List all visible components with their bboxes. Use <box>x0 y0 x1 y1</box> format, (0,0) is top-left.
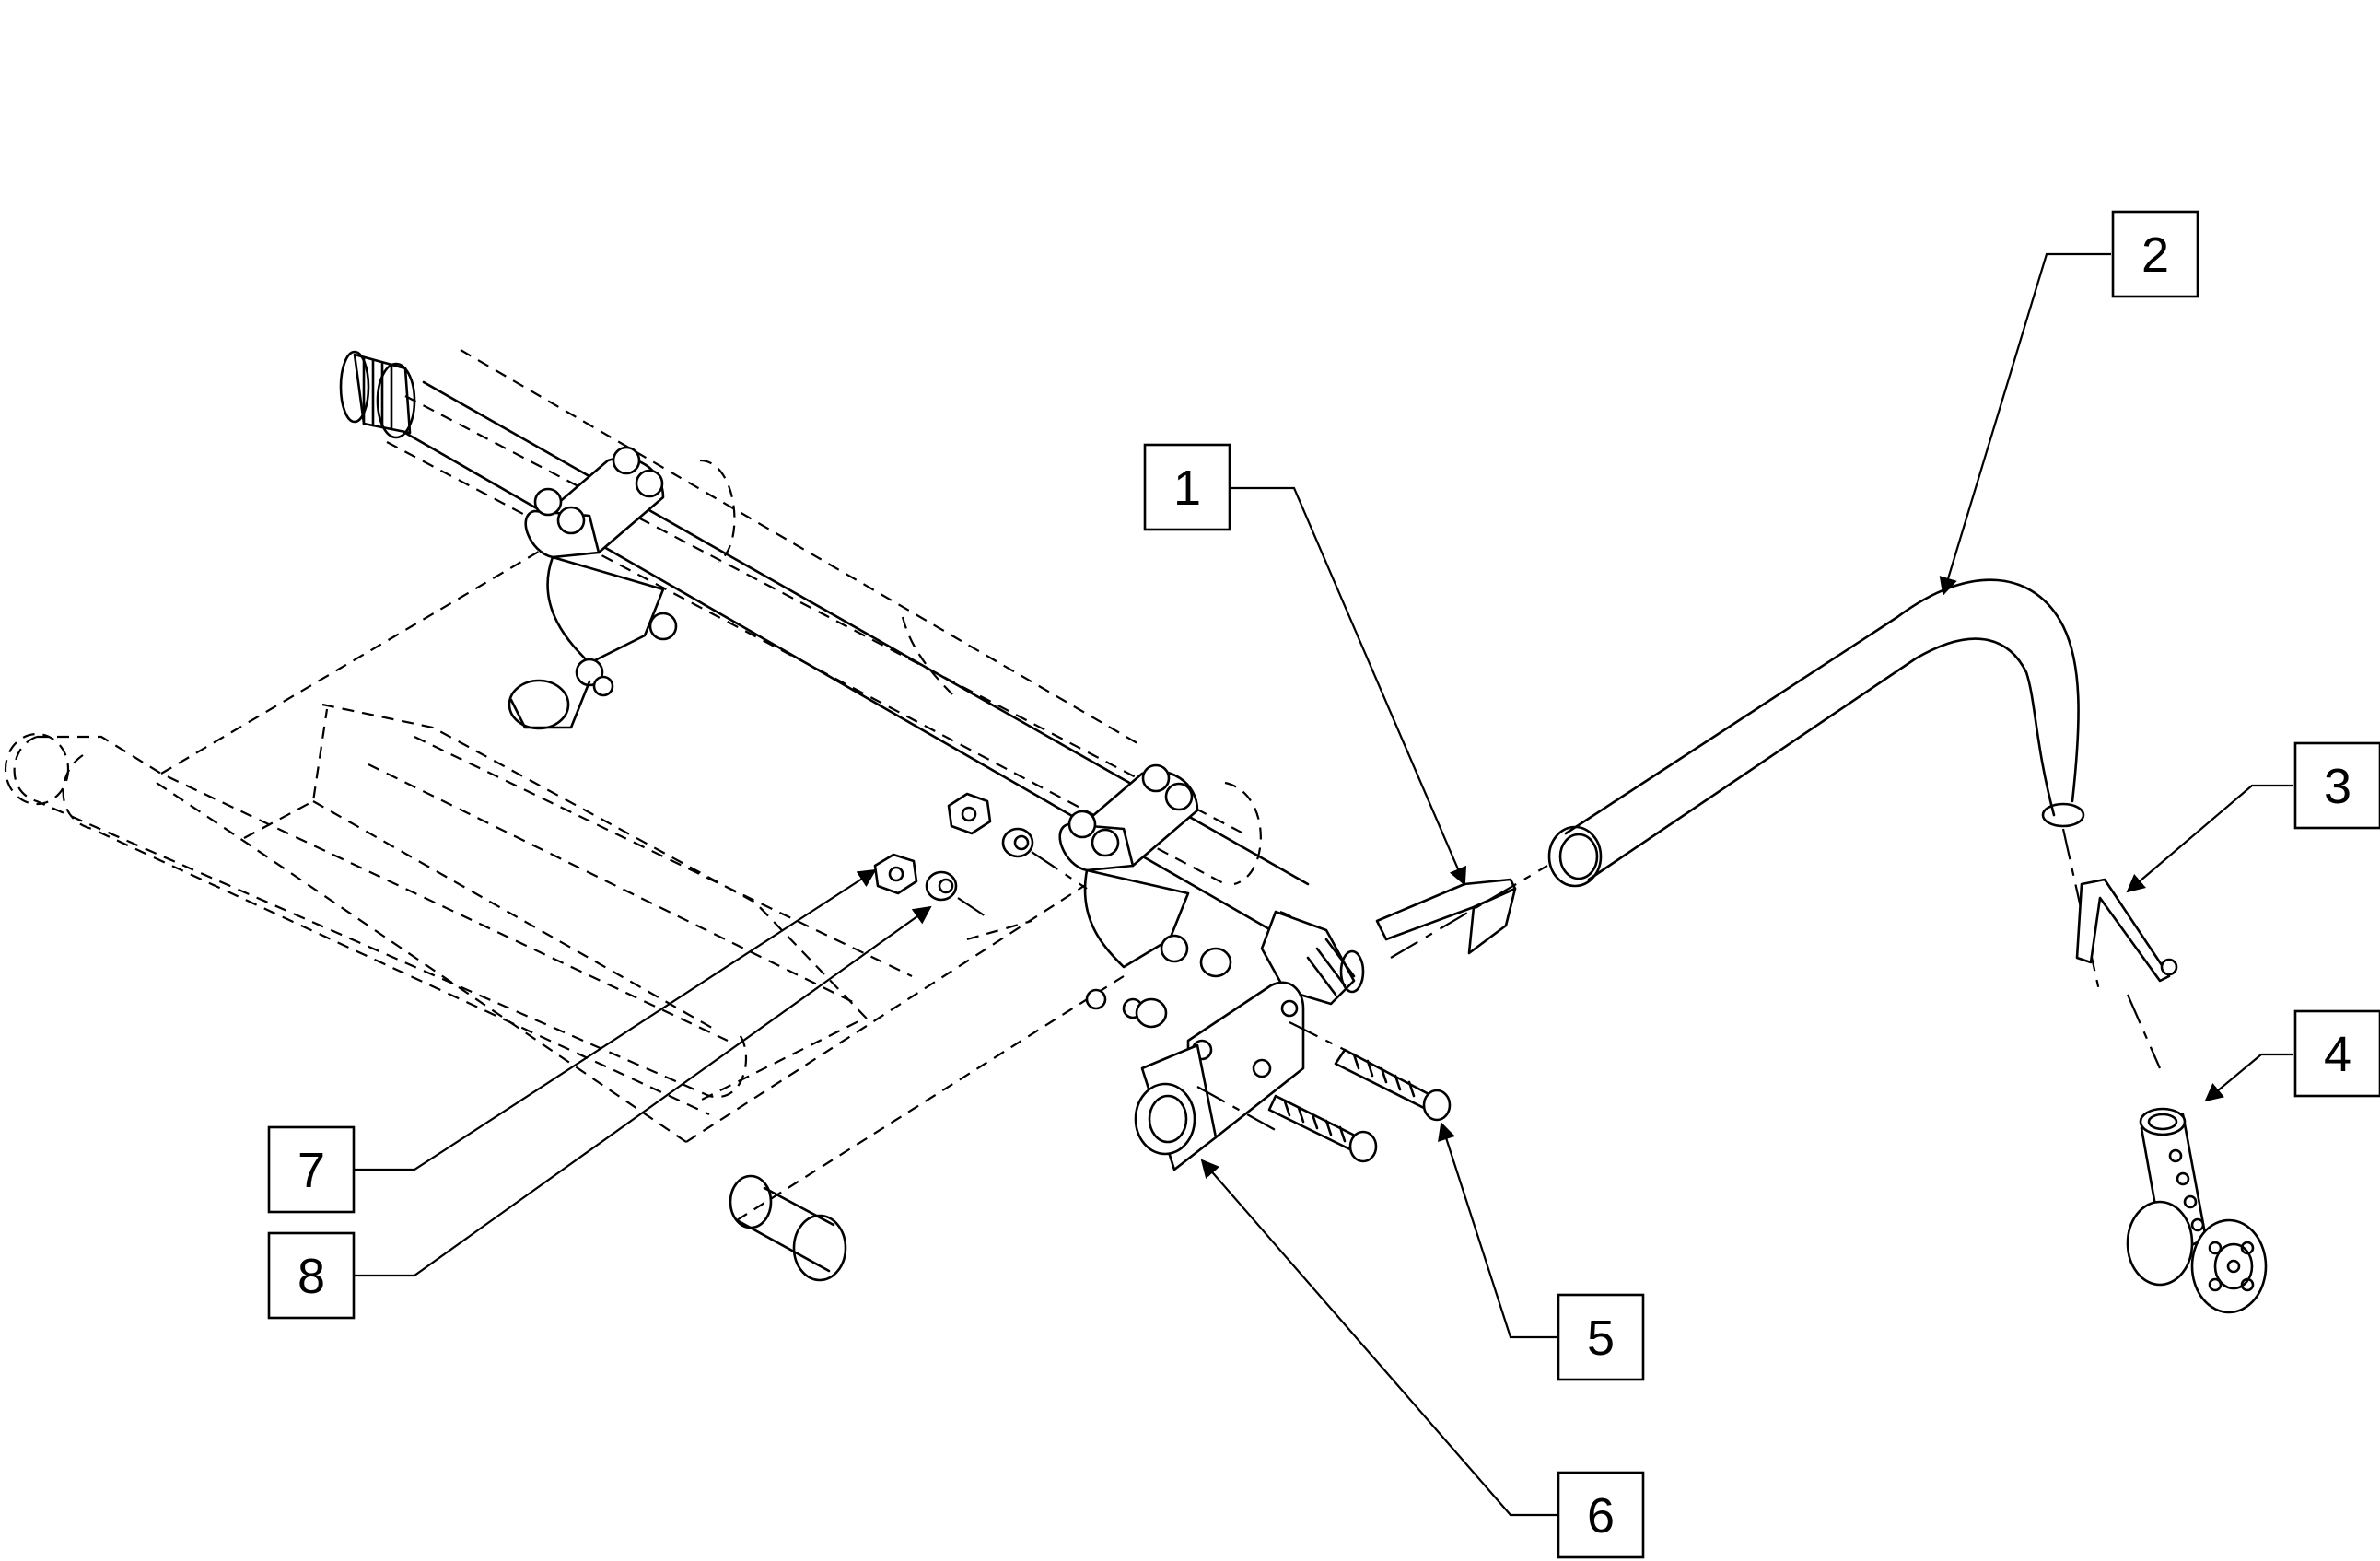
bracket <box>1134 981 1305 1171</box>
callout-2-label: 2 <box>2141 227 2169 283</box>
callout-3: 3 <box>2293 741 2380 830</box>
spring-clip <box>2075 878 2178 1069</box>
callout-4-label: 4 <box>2324 1027 2351 1082</box>
callout-6-label: 6 <box>1587 1488 1615 1544</box>
tube-end-nut <box>1260 910 1365 1006</box>
callout-5-label: 5 <box>1587 1311 1615 1366</box>
callout-8-label: 8 <box>298 1249 325 1304</box>
clamp-right <box>1058 763 1199 1019</box>
callout-5: 5 <box>1557 1293 1645 1381</box>
callout-1-label: 1 <box>1173 460 1201 516</box>
handle-tube <box>1547 578 2102 996</box>
clip <box>1375 865 1548 959</box>
callout-8: 8 <box>267 1231 356 1320</box>
callout-1: 1 <box>1143 443 1231 531</box>
callout-7-label: 7 <box>298 1143 325 1198</box>
caster <box>2126 1107 2268 1314</box>
clamp-left <box>508 446 678 730</box>
callout-4: 4 <box>2293 1009 2380 1098</box>
callout-2: 2 <box>2111 210 2199 298</box>
leader-lines <box>355 252 2293 1517</box>
screws <box>1267 1021 1452 1163</box>
callout-6: 6 <box>1557 1471 1645 1559</box>
callout-7: 7 <box>267 1125 356 1214</box>
callout-3-label: 3 <box>2324 759 2351 814</box>
nuts-spacers <box>873 792 1232 1029</box>
